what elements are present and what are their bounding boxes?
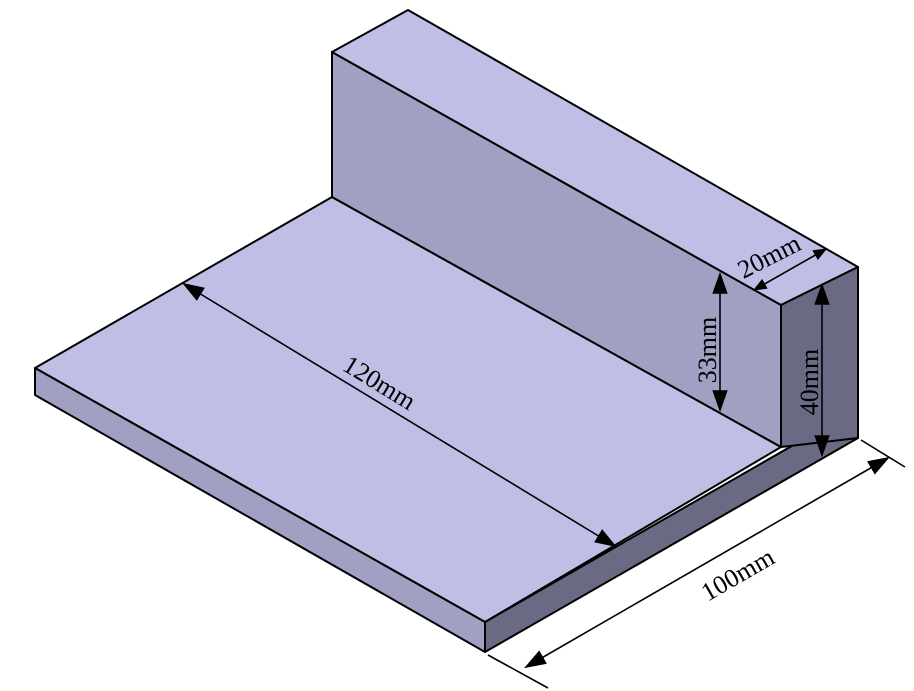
dim-width-ext-1 [487,654,549,689]
dim-total-height-label: 40mm [795,349,824,415]
dim-width-line [524,456,890,669]
dim-wall-height-label: 33mm [693,317,722,383]
dim-width-ext-2 [860,439,906,468]
dim-thickness-line [752,248,828,291]
dim-width-label: 100mm [696,542,779,607]
